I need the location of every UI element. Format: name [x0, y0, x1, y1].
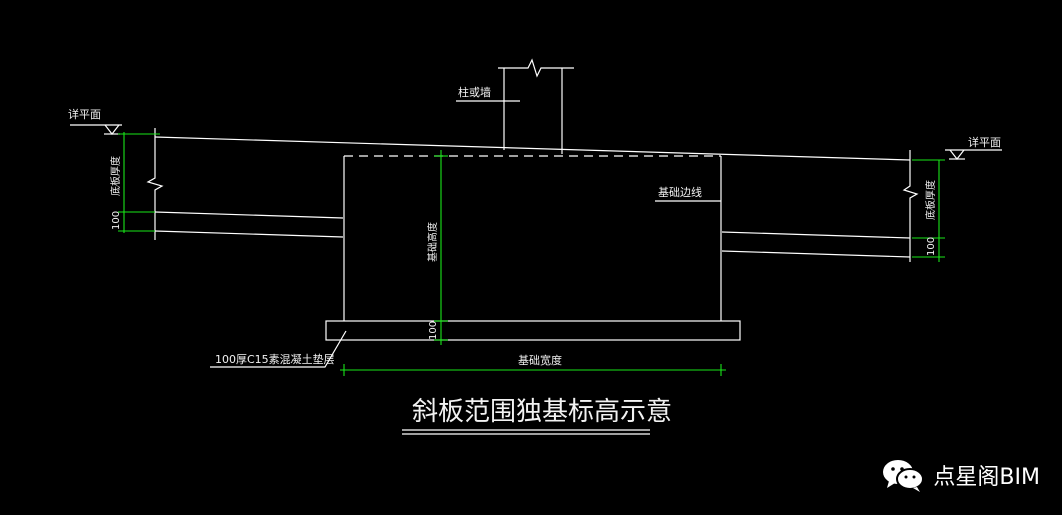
ground-symbol-right — [945, 149, 1002, 160]
foundation-block — [343, 155, 722, 321]
column-wall-label: 柱或墙 — [458, 85, 491, 99]
foundation-width-label: 基础宽度 — [518, 353, 562, 367]
foundation-height-label: 基础高度 — [426, 222, 439, 262]
drawing-title: 斜板范围独基标高示意 — [412, 397, 672, 427]
foundation-edge-label: 基础边线 — [658, 185, 702, 199]
wechat-icon — [883, 460, 925, 492]
ground-symbol-left — [70, 124, 122, 135]
cushion-dim-label: 100 — [428, 321, 439, 340]
slab-bottom-right-2 — [721, 250, 911, 258]
dim-100-left-label: 100 — [111, 211, 122, 230]
column-wall — [498, 58, 574, 154]
slab-thickness-right-label: 底板厚度 — [924, 180, 937, 220]
dim-100-right-label: 100 — [926, 237, 937, 256]
cushion-note-label: 100厚C15素混凝土垫层 — [215, 352, 335, 366]
slab-top-line — [154, 136, 911, 161]
slab-bottom-left-2 — [154, 230, 344, 238]
break-line-right — [902, 150, 919, 262]
watermark: 点星阁BIM — [881, 457, 1040, 493]
leader-cushion — [210, 330, 347, 368]
ground-label-right: 详平面 — [968, 135, 1001, 149]
ground-label-left: 详平面 — [68, 107, 101, 121]
cushion-layer — [325, 320, 741, 341]
slab-bottom-left-1 — [154, 211, 344, 219]
break-line-left — [146, 128, 164, 240]
slab-bottom-right-1 — [721, 231, 911, 239]
slab-thickness-left-label: 底板厚度 — [109, 156, 122, 196]
watermark-text: 点星阁BIM — [933, 465, 1040, 490]
